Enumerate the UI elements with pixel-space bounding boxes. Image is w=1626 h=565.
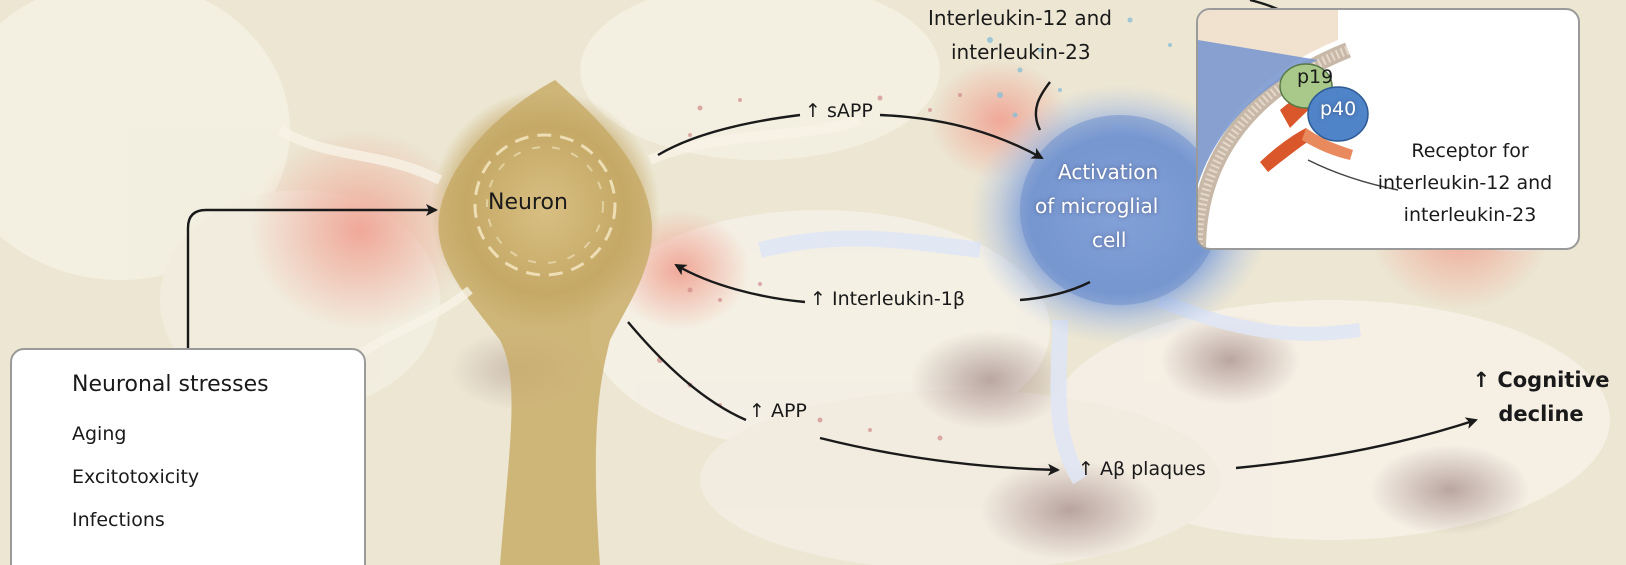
stress-item-aging: Aging: [72, 423, 126, 445]
app-label: ↑ APP: [749, 400, 807, 422]
neuron-label: Neuron: [488, 190, 568, 215]
stress-item-infections: Infections: [72, 509, 165, 531]
receptor-label-line1: Receptor for: [1370, 140, 1570, 162]
microglia-label-line3: cell: [1092, 228, 1126, 252]
microglia-label-line1: Activation: [1058, 160, 1158, 184]
p40-label: p40: [1320, 98, 1356, 120]
receptor-label-line3: interleukin-23: [1370, 204, 1570, 226]
p19-label: p19: [1297, 66, 1333, 88]
microglia-label-line2: of microglial: [1035, 194, 1158, 218]
receptor-label-line2: interleukin-12 and: [1355, 172, 1575, 194]
abeta-plaques-label: ↑ Aβ plaques: [1078, 458, 1206, 480]
il1b-label: ↑ Interleukin-1β: [810, 288, 965, 310]
cytokines-label-line1: Interleukin-12 and: [928, 6, 1112, 30]
cognitive-decline-line1: ↑ Cognitive: [1466, 368, 1616, 392]
sapp-label: ↑ sAPP: [805, 100, 873, 122]
stress-item-excitotoxicity: Excitotoxicity: [72, 466, 199, 488]
cognitive-decline-line2: decline: [1466, 402, 1616, 426]
cytokines-label-line2: interleukin-23: [951, 40, 1091, 64]
stress-panel-title: Neuronal stresses: [72, 372, 269, 397]
